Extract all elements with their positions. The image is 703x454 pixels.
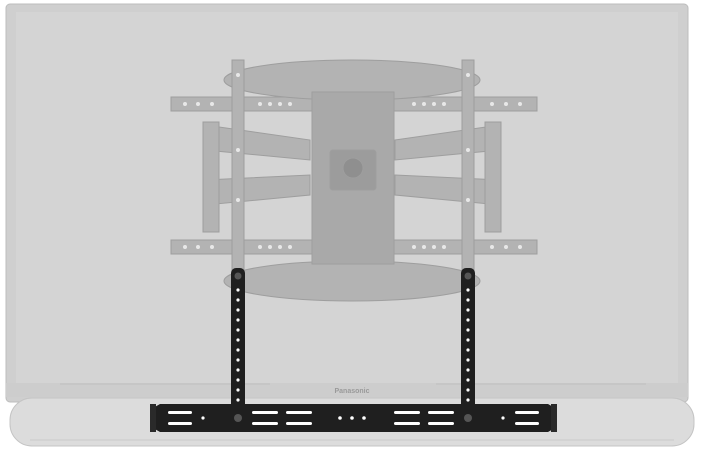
bracket-arm-right [461, 268, 475, 418]
mount-rail-holes [183, 73, 522, 249]
mount-plate-bottom [223, 260, 481, 302]
bracket-arm-holes [236, 288, 470, 402]
tv-brand-logo: Panasonic [334, 388, 369, 395]
wall-mount [170, 59, 538, 302]
mount-arm-end-left [202, 121, 220, 233]
bracket-plate [153, 404, 555, 432]
mount-center-knob [342, 157, 364, 179]
mount-arm-end-right [484, 121, 502, 233]
mount-upright-left [231, 59, 245, 281]
bracket-plate-slots [168, 411, 539, 425]
tv-bottom-bezel [6, 383, 688, 397]
bracket-arm-left [231, 268, 245, 418]
mount-upright-right [461, 59, 475, 281]
